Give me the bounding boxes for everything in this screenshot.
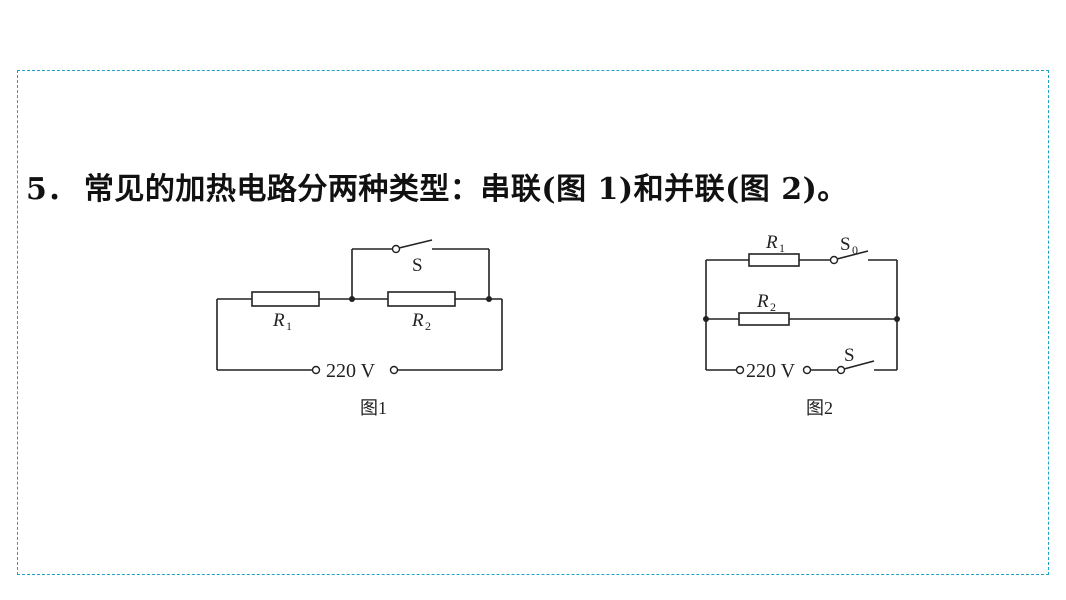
question-text: 5．常见的加热电路分两种类型：串联(图 1)和并联(图 2)。 (26, 164, 848, 208)
content-frame (17, 70, 1049, 575)
fig1-terminal-left (311, 365, 321, 375)
fig2-s-contact (836, 365, 846, 375)
fig2-voltage-label: 220 V (746, 360, 796, 382)
fig1-caption: 图1 (360, 398, 387, 418)
fig1-r1-subscript: 1 (286, 319, 292, 333)
fig2-r2-subscript: 2 (770, 300, 776, 314)
fig2-s0-blade (836, 250, 869, 260)
fig2-junction-right (894, 316, 900, 322)
fig2-s0-subscript: 0 (852, 243, 858, 257)
fig1-resistor-r1 (251, 291, 320, 307)
figure-1-series-circuit: S R 1 R 2 220 V 图1 (216, 239, 503, 418)
fig2-terminal-left (735, 365, 745, 375)
fig2-caption: 图2 (806, 398, 833, 418)
fig2-r2-letter: R (756, 291, 769, 312)
fig1-r1-letter: R (272, 310, 285, 331)
fig2-terminal-right (802, 365, 812, 375)
fig1-r2-subscript: 2 (425, 319, 431, 333)
fig2-resistor-r1 (748, 253, 800, 267)
fig2-resistor-r2 (738, 312, 790, 326)
fig2-r1-subscript: 1 (779, 241, 785, 255)
fig2-s-blade (843, 360, 875, 370)
question-number: 5． (26, 172, 78, 207)
question-body: 常见的加热电路分两种类型：串联(图 1)和并联(图 2)。 (83, 172, 848, 207)
fig2-r1-letter: R (765, 232, 778, 253)
fig2-s0-contact (829, 255, 839, 265)
fig1-resistor-r2 (387, 291, 456, 307)
fig1-junction-left (349, 296, 355, 302)
fig1-voltage-label: 220 V (326, 360, 376, 382)
figure-2-parallel-circuit: R 1 S 0 R 2 220 V S 图2 (703, 232, 900, 418)
fig2-s0-letter: S (840, 234, 851, 255)
fig2-junction-left (703, 316, 709, 322)
fig1-switch-blade (398, 239, 433, 249)
fig1-switch-contact (391, 244, 401, 254)
fig1-r2-letter: R (411, 310, 424, 331)
fig2-switch-label: S (844, 345, 855, 366)
fig1-junction-right (486, 296, 492, 302)
fig1-terminal-right (389, 365, 399, 375)
fig1-switch-label: S (412, 255, 423, 276)
